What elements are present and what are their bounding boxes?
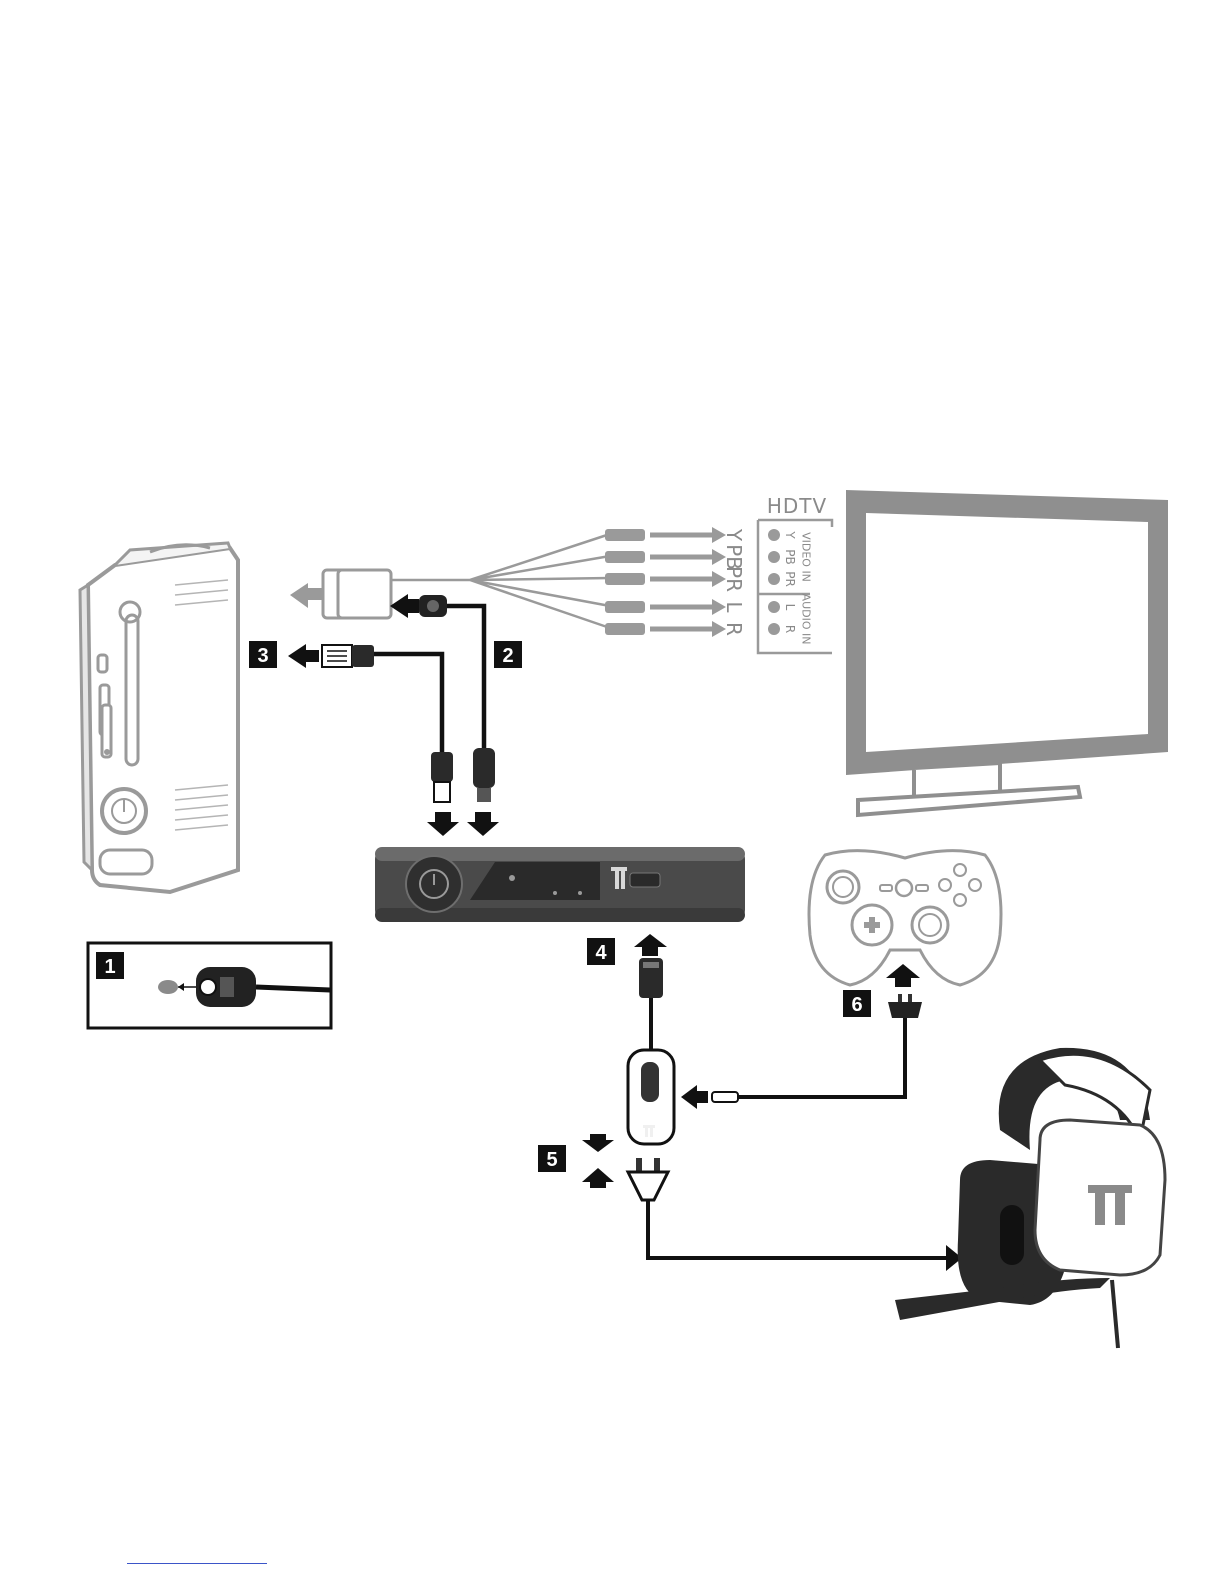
hdtv-label: HDTV bbox=[767, 494, 827, 518]
step-1-inset: 1 bbox=[88, 943, 331, 1028]
headset-plug bbox=[628, 1158, 962, 1271]
svg-text:5: 5 bbox=[546, 1149, 557, 1171]
step-badge-5: 5 bbox=[538, 1145, 566, 1172]
component-label-pr: PR bbox=[722, 566, 746, 592]
video-in-label: VIDEO IN bbox=[800, 532, 813, 582]
step-badge-1: 1 bbox=[104, 956, 115, 978]
port-label-pr: PR bbox=[783, 571, 797, 587]
port-label-r: R bbox=[783, 625, 797, 633]
down-arrows bbox=[427, 812, 499, 836]
step-badge-2: 2 bbox=[494, 641, 522, 668]
usb-cable bbox=[288, 644, 453, 802]
step-badge-4: 4 bbox=[587, 938, 615, 965]
step-badge-3: 3 bbox=[249, 641, 277, 668]
component-label-r: R bbox=[722, 622, 746, 636]
audio-in-label: AUDIO IN bbox=[800, 594, 813, 645]
tv-port-panel: HDTV Y PB PR L R VIDEO IN AUDIO IN bbox=[758, 494, 832, 653]
controller-adapter bbox=[681, 994, 922, 1109]
decoder-box-icon bbox=[375, 847, 745, 922]
port-label-y: Y bbox=[783, 530, 797, 539]
svg-text:2: 2 bbox=[502, 645, 513, 667]
port-label-l: L bbox=[783, 604, 797, 611]
headset-icon bbox=[895, 1048, 1165, 1348]
up-arrow-6 bbox=[886, 964, 920, 987]
controller-icon bbox=[809, 851, 1001, 985]
up-arrow-4 bbox=[634, 934, 667, 956]
component-label-l: L bbox=[722, 601, 746, 613]
hdtv-icon bbox=[846, 490, 1168, 815]
step-5-arrows bbox=[582, 1134, 614, 1188]
svg-text:6: 6 bbox=[851, 994, 862, 1016]
svg-text:3: 3 bbox=[257, 645, 268, 667]
footer-link-underline[interactable] bbox=[127, 1563, 267, 1564]
av-cable: Y PB PR L R bbox=[290, 527, 746, 637]
console-icon bbox=[80, 543, 238, 892]
inline-cable bbox=[639, 958, 663, 1050]
step-badge-6: 6 bbox=[843, 990, 871, 1017]
port-label-pb: PB bbox=[783, 549, 797, 564]
component-label-y: Y bbox=[722, 528, 746, 542]
inline-control-icon bbox=[628, 1050, 674, 1144]
svg-text:4: 4 bbox=[595, 942, 607, 964]
